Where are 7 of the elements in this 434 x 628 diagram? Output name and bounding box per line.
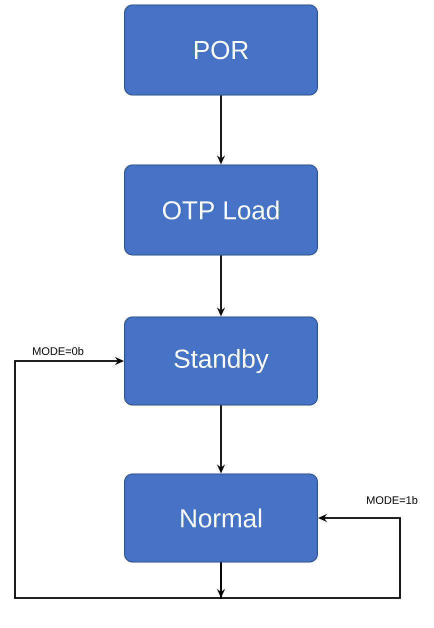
state-box: POR	[124, 4, 318, 96]
edge-label: MODE=0b	[31, 346, 85, 356]
state-box: Normal	[124, 474, 318, 562]
state-box: OTP Load	[124, 164, 318, 256]
state-box: Standby	[124, 316, 318, 406]
edge-label: MODE=1b	[365, 494, 419, 506]
arrow	[14, 356, 222, 599]
